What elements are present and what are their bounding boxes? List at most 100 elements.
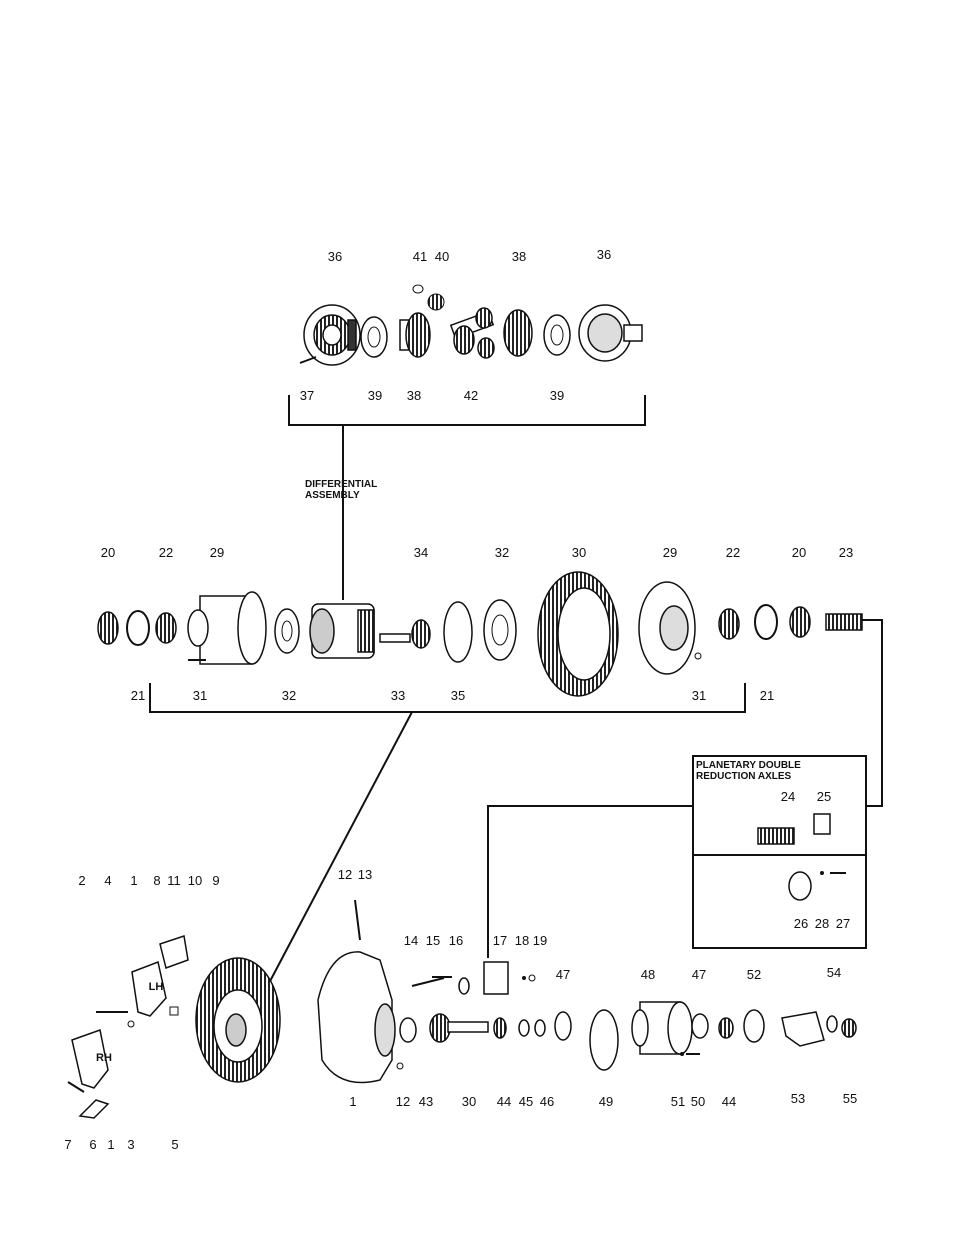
callout-51: 51	[671, 1095, 685, 1109]
caption-line-1: DIFFERENTIAL	[305, 479, 377, 490]
callout-30: 30	[572, 546, 586, 560]
callout-29: 29	[663, 546, 677, 560]
callout-36: 36	[597, 248, 611, 262]
spider-42	[451, 308, 494, 358]
callout-20: 20	[792, 546, 806, 560]
callout-16: 16	[449, 934, 463, 948]
callout-14: 14	[404, 934, 418, 948]
callout-7: 7	[64, 1138, 71, 1152]
callout-45: 45	[519, 1095, 533, 1109]
callout-50: 50	[691, 1095, 705, 1109]
callout-2: 2	[78, 874, 85, 888]
callout-43: 43	[419, 1095, 433, 1109]
middle-bracket	[150, 683, 745, 712]
diff-case-half-right	[579, 305, 642, 361]
callout-39: 39	[550, 389, 564, 403]
callout-23: 23	[839, 546, 853, 560]
callout-37: 37	[300, 389, 314, 403]
callout-11: 11	[167, 874, 181, 888]
callout-53: 53	[791, 1092, 805, 1106]
callout-44: 44	[722, 1095, 736, 1109]
callout-18: 18	[515, 934, 529, 948]
caption-line-1: PLANETARY DOUBLE	[696, 760, 801, 771]
callout-24: 24	[781, 790, 795, 804]
callout-17: 17	[493, 934, 507, 948]
callout-47: 47	[556, 968, 570, 982]
bearing-cone-20a	[98, 612, 118, 644]
callout-49: 49	[599, 1095, 613, 1109]
callout-29: 29	[210, 546, 224, 560]
side-gear-38	[400, 313, 430, 357]
bracket-25	[814, 814, 830, 834]
callout-32: 32	[282, 689, 296, 703]
callout-5: 5	[171, 1138, 178, 1152]
callout-41: 41	[413, 250, 427, 264]
callout-28: 28	[815, 917, 829, 931]
callout-38: 38	[407, 389, 421, 403]
callout-6: 6	[89, 1138, 96, 1152]
callout-20: 20	[101, 546, 115, 560]
diagonal-leader-line	[268, 712, 412, 985]
differential-assembly-caption: DIFFERENTIAL ASSEMBLY	[305, 479, 377, 501]
callout-32: 32	[495, 546, 509, 560]
callout-13: 13	[358, 868, 372, 882]
callout-44: 44	[497, 1095, 511, 1109]
diff-assembly-body	[310, 604, 374, 658]
callout-40: 40	[435, 250, 449, 264]
diff-case-29b	[639, 582, 695, 674]
carrier-housing	[318, 952, 395, 1083]
callout-47: 47	[692, 968, 706, 982]
callout-39: 39	[368, 389, 382, 403]
callout-22: 22	[726, 546, 740, 560]
callout-46: 46	[540, 1095, 554, 1109]
callout-19: 19	[533, 934, 547, 948]
planetary-caption: PLANETARY DOUBLE REDUCTION AXLES	[696, 760, 801, 782]
callout-35: 35	[451, 689, 465, 703]
callout-10: 10	[188, 874, 202, 888]
ring-gear-30a	[538, 572, 618, 696]
retainer-48	[632, 1002, 692, 1054]
lh-label: LH	[149, 981, 164, 993]
callout-30: 30	[462, 1095, 476, 1109]
side-gear-38b	[504, 310, 532, 356]
callout-55: 55	[843, 1092, 857, 1106]
callout-4: 4	[104, 874, 111, 888]
callout-54: 54	[827, 966, 841, 980]
caption-line-2: REDUCTION AXLES	[696, 771, 801, 782]
caption-line-2: ASSEMBLY	[305, 490, 377, 501]
rh-label: RH	[96, 1052, 112, 1064]
callout-1: 1	[349, 1095, 356, 1109]
callout-1: 1	[107, 1138, 114, 1152]
ring-gear-bottom	[196, 958, 280, 1082]
callout-9: 9	[212, 874, 219, 888]
callout-52: 52	[747, 968, 761, 982]
callout-33: 33	[391, 689, 405, 703]
callout-48: 48	[641, 968, 655, 982]
callout-21: 21	[760, 689, 774, 703]
callout-3: 3	[127, 1138, 134, 1152]
callout-8: 8	[153, 874, 160, 888]
callout-15: 15	[426, 934, 440, 948]
companion-flange-53	[782, 1012, 824, 1046]
callout-34: 34	[414, 546, 428, 560]
callout-12: 12	[396, 1095, 410, 1109]
callout-27: 27	[836, 917, 850, 931]
callout-36: 36	[328, 250, 342, 264]
callout-38: 38	[512, 250, 526, 264]
callout-1: 1	[130, 874, 137, 888]
gear-shaft-24	[758, 828, 794, 844]
pinion-30b	[430, 1014, 488, 1042]
yoke-17	[484, 962, 508, 994]
shaft-23	[826, 614, 862, 630]
callout-31: 31	[193, 689, 207, 703]
callout-21: 21	[131, 689, 145, 703]
diff-case-29a	[188, 592, 266, 664]
callout-25: 25	[817, 790, 831, 804]
callout-22: 22	[159, 546, 173, 560]
callout-26: 26	[794, 917, 808, 931]
diff-case-half-left	[304, 305, 360, 365]
callout-31: 31	[692, 689, 706, 703]
callout-12: 12	[338, 868, 352, 882]
